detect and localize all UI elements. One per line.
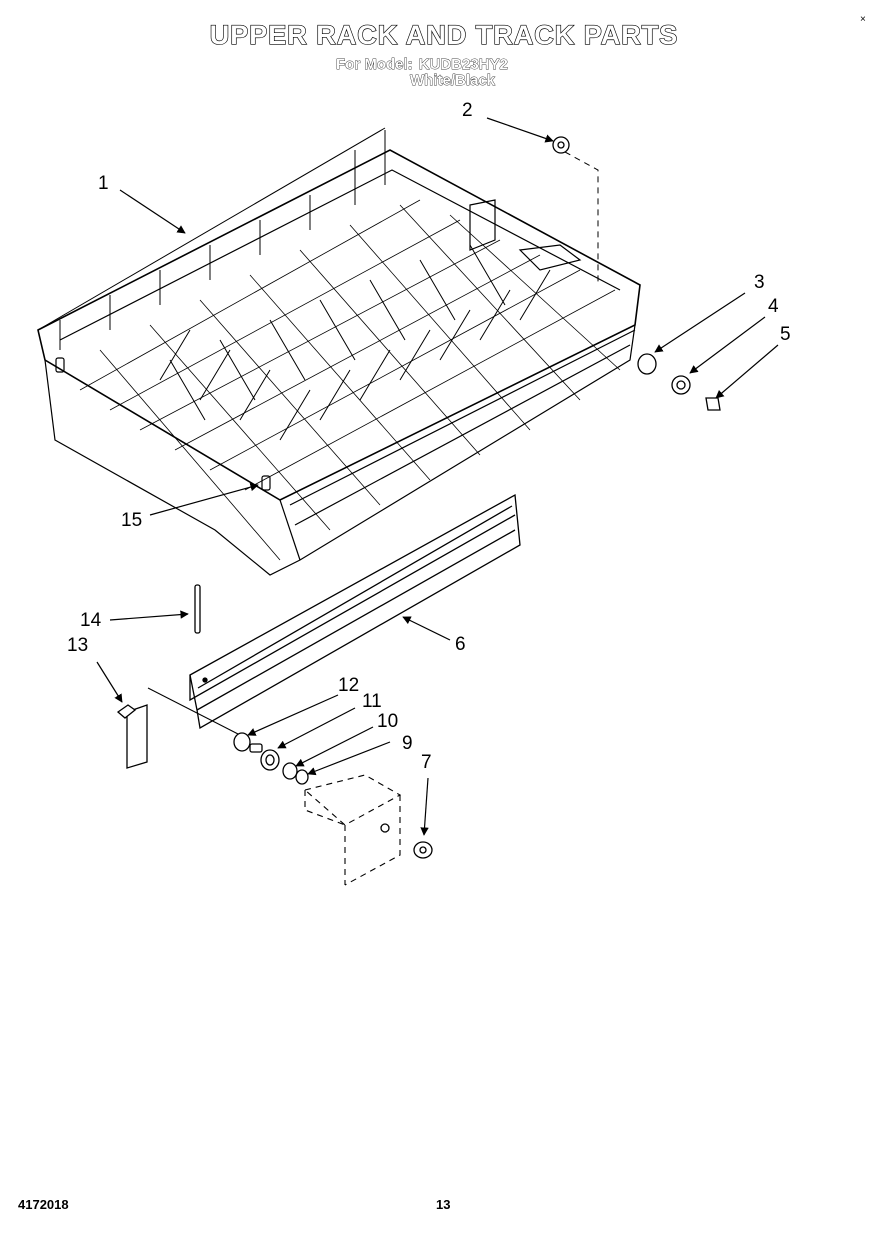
rack-pin <box>194 584 201 634</box>
color-variant: White/Black <box>410 72 496 90</box>
callout-9: 9 <box>402 733 413 754</box>
callout-5: 5 <box>780 324 791 345</box>
stop-clip <box>116 704 148 769</box>
callout-2: 2 <box>462 100 473 121</box>
callout-15: 15 <box>121 510 143 531</box>
page-number: 13 <box>436 1197 451 1212</box>
document-number: 4172018 <box>18 1197 69 1212</box>
callout-12: 12 <box>338 675 360 696</box>
callout-4: 4 <box>768 296 779 317</box>
dashed-bracket <box>303 774 402 886</box>
callout-1: 1 <box>98 173 109 194</box>
nut-7 <box>380 823 433 859</box>
callout-10: 10 <box>377 711 399 732</box>
track-rail <box>189 493 521 730</box>
callout-14: 14 <box>80 610 102 631</box>
page-title: UPPER RACK AND TRACK PARTS <box>209 19 679 50</box>
hardware-2-5 <box>552 136 721 411</box>
callout-7: 7 <box>421 752 432 773</box>
callout-6: 6 <box>455 634 466 655</box>
callout-3: 3 <box>754 272 765 293</box>
upper-rack <box>37 127 641 576</box>
model-number: KUDB23HY2 <box>418 56 508 74</box>
model-label: For Model: <box>336 56 413 74</box>
callout-13: 13 <box>67 635 89 656</box>
callout-11: 11 <box>362 691 382 712</box>
model-line: For Model: KUDB23HY2 <box>336 56 509 74</box>
corner-mark: × <box>860 14 866 25</box>
leader-lines <box>96 117 779 836</box>
wheel-assembly <box>233 732 309 785</box>
